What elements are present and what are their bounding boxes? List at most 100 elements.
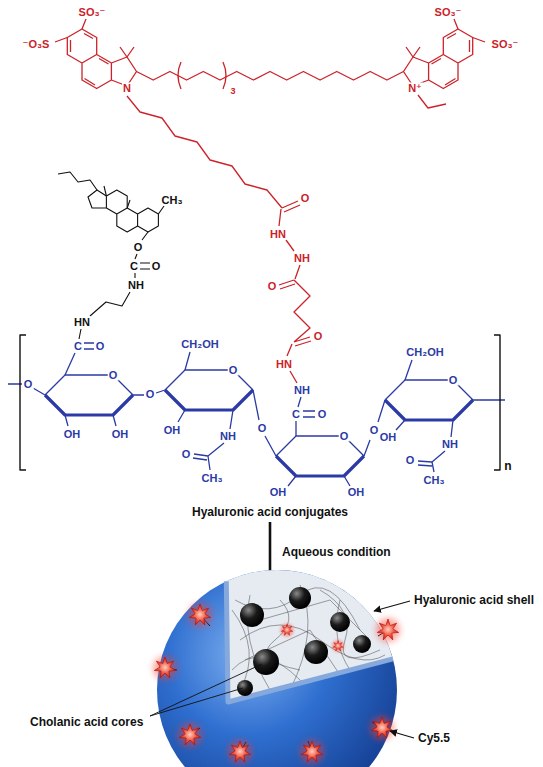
sugar-ring [45, 370, 473, 456]
inner-dye [280, 623, 293, 636]
atom-label: CH₂OH [405, 347, 444, 358]
atom-label: N [122, 83, 132, 94]
cutaway-face [226, 581, 393, 702]
atom-label: CH₃ [201, 473, 224, 484]
atom-label: CH₂OH [180, 339, 219, 350]
atom-label: OH [269, 487, 288, 498]
leader-line [150, 664, 262, 716]
repeat-bracket [178, 62, 226, 89]
atom-label: NH [219, 431, 237, 442]
substituent-bond [288, 397, 385, 486]
dye-tether [165, 615, 388, 752]
cholanic-cores [237, 587, 371, 696]
sulfonate-label: ⁻O₃S [22, 39, 51, 50]
hydrophobic-core [353, 635, 371, 653]
cutaway-interior [226, 570, 393, 702]
atom-label: C [291, 409, 301, 420]
hydrophobic-core [240, 603, 264, 627]
aromatic-ring [404, 29, 473, 89]
atom-label: OH [63, 429, 82, 440]
dye-star [300, 740, 324, 764]
cholanic-structure [58, 172, 164, 339]
atom-label: O [448, 375, 459, 386]
aromatic-ring [67, 29, 136, 89]
dye-star [228, 740, 252, 764]
atom-label: O [257, 423, 268, 434]
dye-star [153, 656, 177, 680]
hyaluronic-structure [8, 335, 505, 486]
repeat-count: 3 [230, 87, 235, 96]
hydrophobic-core [237, 680, 253, 696]
polymethine-chain [137, 72, 404, 81]
atom-label: OH [111, 429, 130, 440]
sulfonate-label: SO₃⁻ [491, 39, 520, 50]
atom-label: O [369, 425, 380, 436]
atom-label: O [23, 379, 34, 390]
atom-label: N⁺ [407, 83, 423, 94]
atom-label: NH [441, 439, 459, 450]
substituent-bond [396, 360, 505, 472]
caption-text: Hyaluronic acid conjugates [192, 506, 348, 518]
atom-label: HN [73, 317, 91, 328]
process-arrow [269, 522, 272, 574]
atom-label: O [133, 242, 144, 253]
dye-star [370, 716, 394, 740]
methyl-bond [55, 19, 134, 57]
substituent-bond [8, 343, 165, 426]
atom-label: OH [163, 425, 182, 436]
atom-label: O [145, 389, 156, 400]
cy55-structure [55, 19, 485, 383]
atom-label: C [129, 261, 139, 272]
sulfonate-label: SO₃⁻ [78, 7, 107, 18]
atom-label: OH [379, 432, 398, 443]
aromatic-bond [432, 34, 470, 86]
caption-text: Hyaluronic acid shell [414, 594, 534, 606]
atom-label: O [267, 281, 278, 292]
repeat-index: n [504, 460, 511, 472]
caption-text: Aqueous condition [282, 546, 391, 558]
caption-text: Cholanic acid cores [30, 716, 143, 728]
polymer-bracket [20, 335, 500, 470]
atom-label: CH₃ [423, 475, 446, 486]
atom-label: HN [269, 229, 287, 240]
hydrophobic-core [253, 649, 279, 675]
hydrophobic-core [289, 587, 311, 609]
atom-label: O [405, 455, 416, 466]
leader-arrow [390, 731, 414, 738]
atom-label: NH [293, 253, 311, 264]
substituent-bond [178, 352, 276, 470]
atom-label: HN [275, 359, 293, 370]
hydrophobic-core [304, 640, 328, 664]
aromatic-bond [71, 34, 109, 86]
dye-star [178, 723, 202, 747]
dye-star [188, 603, 212, 627]
nanoparticle [153, 570, 400, 767]
atom-label: O [181, 449, 192, 460]
atom-label: O [313, 331, 324, 342]
hyaluronic-shell [157, 570, 397, 767]
steroid-ring [88, 190, 158, 232]
caption-text: Cy5.5 [418, 732, 450, 744]
dye-star [376, 618, 400, 642]
steroid-bond [58, 172, 164, 214]
atom-label: O [317, 409, 328, 420]
atom-label: O [228, 365, 239, 376]
atom-label: O [339, 431, 350, 442]
linker-chain [127, 96, 282, 208]
atom-label: OH [347, 487, 366, 498]
methyl-bond [406, 19, 485, 108]
hydrophobic-core [330, 612, 350, 632]
leader-arrow [374, 601, 410, 611]
atom-label: O [300, 193, 311, 204]
sulfonate-label: SO₃⁻ [434, 7, 463, 18]
atom-label: NH [293, 385, 311, 396]
sugar-ring-front [45, 390, 473, 476]
atom-label: NH [127, 280, 145, 291]
inner-dye [332, 640, 344, 652]
atom-label: CH₃ [161, 195, 184, 206]
atom-label: C [73, 341, 83, 352]
atom-label: O [95, 341, 106, 352]
